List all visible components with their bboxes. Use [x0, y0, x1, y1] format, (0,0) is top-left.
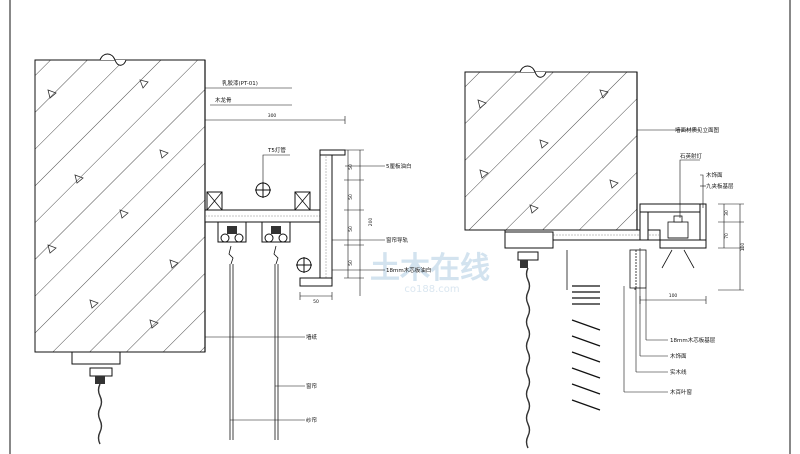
dim-bottom: 50 — [313, 299, 319, 305]
label-gypsum-board: 九夹板基层 — [706, 182, 734, 190]
curtain-track-assembly — [217, 221, 291, 243]
right-bracket-fitting — [504, 231, 554, 449]
dim-v4: 50 — [348, 260, 354, 266]
left-concrete-wall — [34, 53, 206, 353]
label-solid-wood: 实木线 — [670, 368, 687, 376]
dim-right-total: 100 — [740, 243, 746, 252]
label-spot-light: 石英射灯 — [680, 152, 703, 160]
dim-v1: 50 — [348, 164, 354, 170]
label-curtain-a: 窗帘 — [306, 382, 318, 390]
dim-v2: 50 — [348, 194, 354, 200]
t5-lamp-icon — [255, 182, 312, 273]
label-board-white-paint: 5厘板油白 — [386, 162, 412, 170]
label-wood-veneer: 木饰面 — [706, 171, 723, 179]
dim-right-bottom: 100 — [669, 293, 678, 299]
label-plywood-base: 18mm木芯板基层 — [670, 336, 716, 344]
label-plywood-white-paint: 18mm木芯板油白 — [386, 266, 431, 274]
dim-top-width: 300 — [268, 113, 277, 119]
label-t5-tube: T5灯管 — [267, 146, 286, 154]
dim-v3: 50 — [348, 226, 354, 232]
left-dimensions — [204, 116, 364, 300]
spot-light-icon — [661, 215, 695, 269]
label-curtain-b: 纱帘 — [306, 416, 318, 424]
label-wood-shutter: 木百叶窗 — [670, 388, 693, 396]
right-detail: 30 70 100 100 墙面材质见立面图 石英射灯 木饰面 九夹板基层 18… — [464, 65, 746, 449]
right-dimensions — [639, 203, 744, 304]
label-ceiling-paint: 墙面材质见立面图 — [675, 126, 720, 134]
wood-keel-block — [206, 191, 311, 211]
label-latex-paint: 乳胶漆(PT-01) — [222, 79, 258, 87]
watermark-sub: co188.com — [404, 284, 459, 295]
label-wood-groove: 木饰面 — [670, 352, 687, 360]
watermark: 土木在线 co188.com — [370, 251, 490, 295]
dim-right-d1: 30 — [724, 210, 730, 216]
left-detail: 300 50 50 50 50 200 50 乳胶漆(PT-01) 木龙骨 T5… — [34, 53, 431, 445]
label-curtain-track: 窗帘导轨 — [386, 236, 409, 244]
right-concrete-wall — [464, 65, 638, 231]
label-wood-keel: 木龙骨 — [215, 96, 232, 104]
wood-shutter — [571, 285, 601, 411]
window-frame — [566, 249, 647, 290]
watermark-main: 土木在线 — [370, 251, 490, 286]
right-leaders — [623, 129, 706, 393]
left-bottom-fitting — [71, 351, 121, 445]
pelmet-board — [299, 149, 346, 287]
label-curtain-pole: 墙纸 — [306, 333, 318, 341]
left-leaders — [205, 87, 385, 421]
dim-right-d2: 70 — [724, 233, 730, 239]
curtain-drops — [228, 245, 279, 440]
dim-total: 200 — [368, 218, 374, 227]
